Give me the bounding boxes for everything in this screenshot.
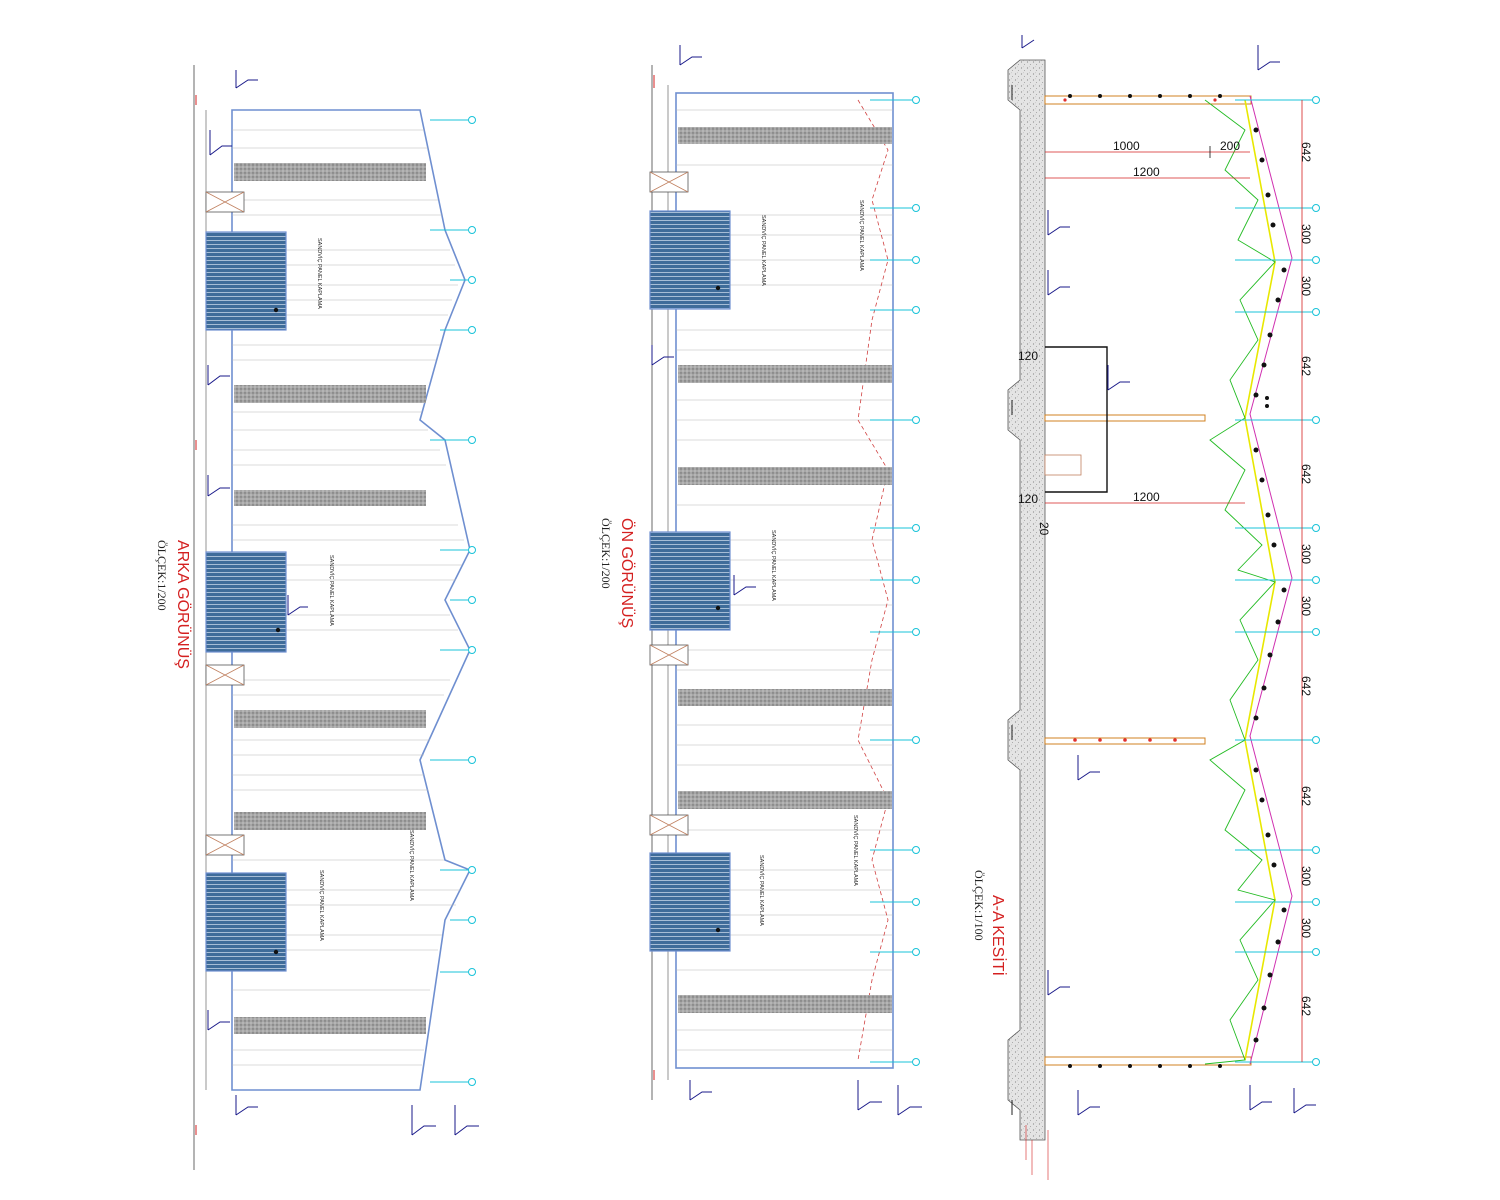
rear-panel-note-4: SANDVİÇ PANEL KAPLAMA bbox=[408, 830, 415, 901]
rear-small-windows bbox=[205, 191, 245, 856]
rear-level-markers bbox=[195, 70, 479, 1136]
dim-v-12: 642 bbox=[1299, 996, 1313, 1016]
rear-band-5 bbox=[234, 812, 426, 830]
front-band-3 bbox=[678, 467, 892, 485]
rear-window-bands bbox=[234, 163, 426, 1034]
rear-elevation: SANDVİÇ PANEL KAPLAMA SANDVİÇ PANEL KAPL… bbox=[155, 65, 479, 1170]
front-panel-note-4: SANDVİÇ PANEL KAPLAMA bbox=[758, 855, 765, 926]
dim-v-10: 300 bbox=[1299, 866, 1313, 886]
section-truss-web bbox=[1204, 99, 1276, 1065]
section-interior-partition bbox=[1045, 346, 1108, 493]
front-elevation: SANDVİÇ PANEL KAPLAMA SANDVİÇ PANEL KAPL… bbox=[599, 45, 922, 1116]
dim-v-11: 300 bbox=[1299, 918, 1313, 938]
section-purlins bbox=[1068, 94, 1287, 1068]
dim-v-9: 642 bbox=[1299, 786, 1313, 806]
front-door-3 bbox=[649, 852, 731, 952]
front-level-markers bbox=[651, 45, 922, 1116]
front-band-1 bbox=[678, 127, 892, 144]
dim-v-2: 300 bbox=[1299, 224, 1313, 244]
dim-1200-mid: 1200 bbox=[1133, 490, 1160, 504]
rear-band-4 bbox=[234, 710, 426, 728]
section-view-scale: ÖLÇEK:1/100 bbox=[972, 870, 986, 941]
section-a-a: 642 300 300 642 642 300 300 642 642 300 … bbox=[972, 35, 1320, 1180]
dim-1000: 1000 bbox=[1113, 139, 1140, 153]
front-view-scale: ÖLÇEK:1/200 bbox=[599, 518, 613, 589]
dim-v-5: 642 bbox=[1299, 464, 1313, 484]
front-window-bands bbox=[678, 127, 892, 1013]
section-vertical-dimensions: 642 300 300 642 642 300 300 642 642 300 … bbox=[1299, 142, 1313, 1016]
rear-view-title: ARKA GÖRÜNÜŞ bbox=[174, 540, 192, 669]
rear-band-2 bbox=[234, 385, 426, 403]
dim-200: 200 bbox=[1220, 139, 1240, 153]
front-panel-note-1: SANDVİÇ PANEL KAPLAMA bbox=[760, 215, 767, 286]
front-hidden-roof-line bbox=[857, 99, 889, 1061]
section-foundation bbox=[1007, 59, 1046, 1141]
front-band-4 bbox=[678, 689, 892, 706]
rear-axis-markers bbox=[430, 116, 476, 1086]
rear-view-scale: ÖLÇEK:1/200 bbox=[155, 540, 169, 611]
front-panel-note-5: SANDVİÇ PANEL KAPLAMA bbox=[852, 815, 859, 886]
dim-v-8: 642 bbox=[1299, 676, 1313, 696]
front-doors bbox=[649, 210, 731, 952]
rear-building-outline bbox=[231, 109, 472, 1091]
dim-v-4: 642 bbox=[1299, 356, 1313, 376]
section-girder-bolts bbox=[1063, 98, 1217, 742]
dim-120-b: 120 bbox=[1018, 492, 1038, 506]
section-horizontal-dimensions: 1000 200 1200 1200 120 120 20 bbox=[1018, 139, 1250, 536]
rear-panel-note-2: SANDVİÇ PANEL KAPLAMA bbox=[328, 555, 335, 626]
dim-v-6: 300 bbox=[1299, 544, 1313, 564]
rear-door-3 bbox=[205, 872, 287, 972]
front-panel-lines bbox=[676, 109, 893, 1051]
front-band-6 bbox=[678, 995, 892, 1013]
section-level-markers bbox=[1011, 35, 1316, 1180]
rear-band-1 bbox=[234, 163, 426, 181]
dim-120-a: 120 bbox=[1018, 349, 1038, 363]
dim-1200-top: 1200 bbox=[1133, 165, 1160, 179]
rear-band-6 bbox=[234, 1017, 426, 1034]
dim-v-1: 642 bbox=[1299, 142, 1313, 162]
front-panel-note-3: SANDVİÇ PANEL KAPLAMA bbox=[770, 530, 777, 601]
front-view-title: ÖN GÖRÜNÜŞ bbox=[618, 518, 636, 628]
rear-panel-note-1: SANDVİÇ PANEL KAPLAMA bbox=[316, 238, 323, 309]
front-door-2 bbox=[649, 531, 731, 631]
dim-v-3: 300 bbox=[1299, 276, 1313, 296]
rear-band-3 bbox=[234, 490, 426, 506]
rear-panel-lines bbox=[232, 129, 464, 1066]
front-small-windows bbox=[649, 171, 689, 836]
front-door-1 bbox=[649, 210, 731, 310]
front-band-2 bbox=[678, 365, 892, 383]
front-panel-note-2: SANDVİÇ PANEL KAPLAMA bbox=[858, 200, 865, 271]
dim-20: 20 bbox=[1037, 522, 1051, 536]
rear-panel-note-3: SANDVİÇ PANEL KAPLAMA bbox=[318, 870, 325, 941]
section-truss-outer-chord bbox=[1249, 95, 1293, 1065]
rear-doors bbox=[205, 231, 287, 972]
section-axis-markers bbox=[1235, 96, 1320, 1066]
section-view-title: A-A KESİTİ bbox=[989, 895, 1008, 976]
dim-v-7: 300 bbox=[1299, 596, 1313, 616]
rear-door-1 bbox=[205, 231, 287, 331]
front-band-5 bbox=[678, 791, 892, 809]
rear-door-2 bbox=[205, 551, 287, 653]
front-axis-markers bbox=[870, 96, 920, 1066]
